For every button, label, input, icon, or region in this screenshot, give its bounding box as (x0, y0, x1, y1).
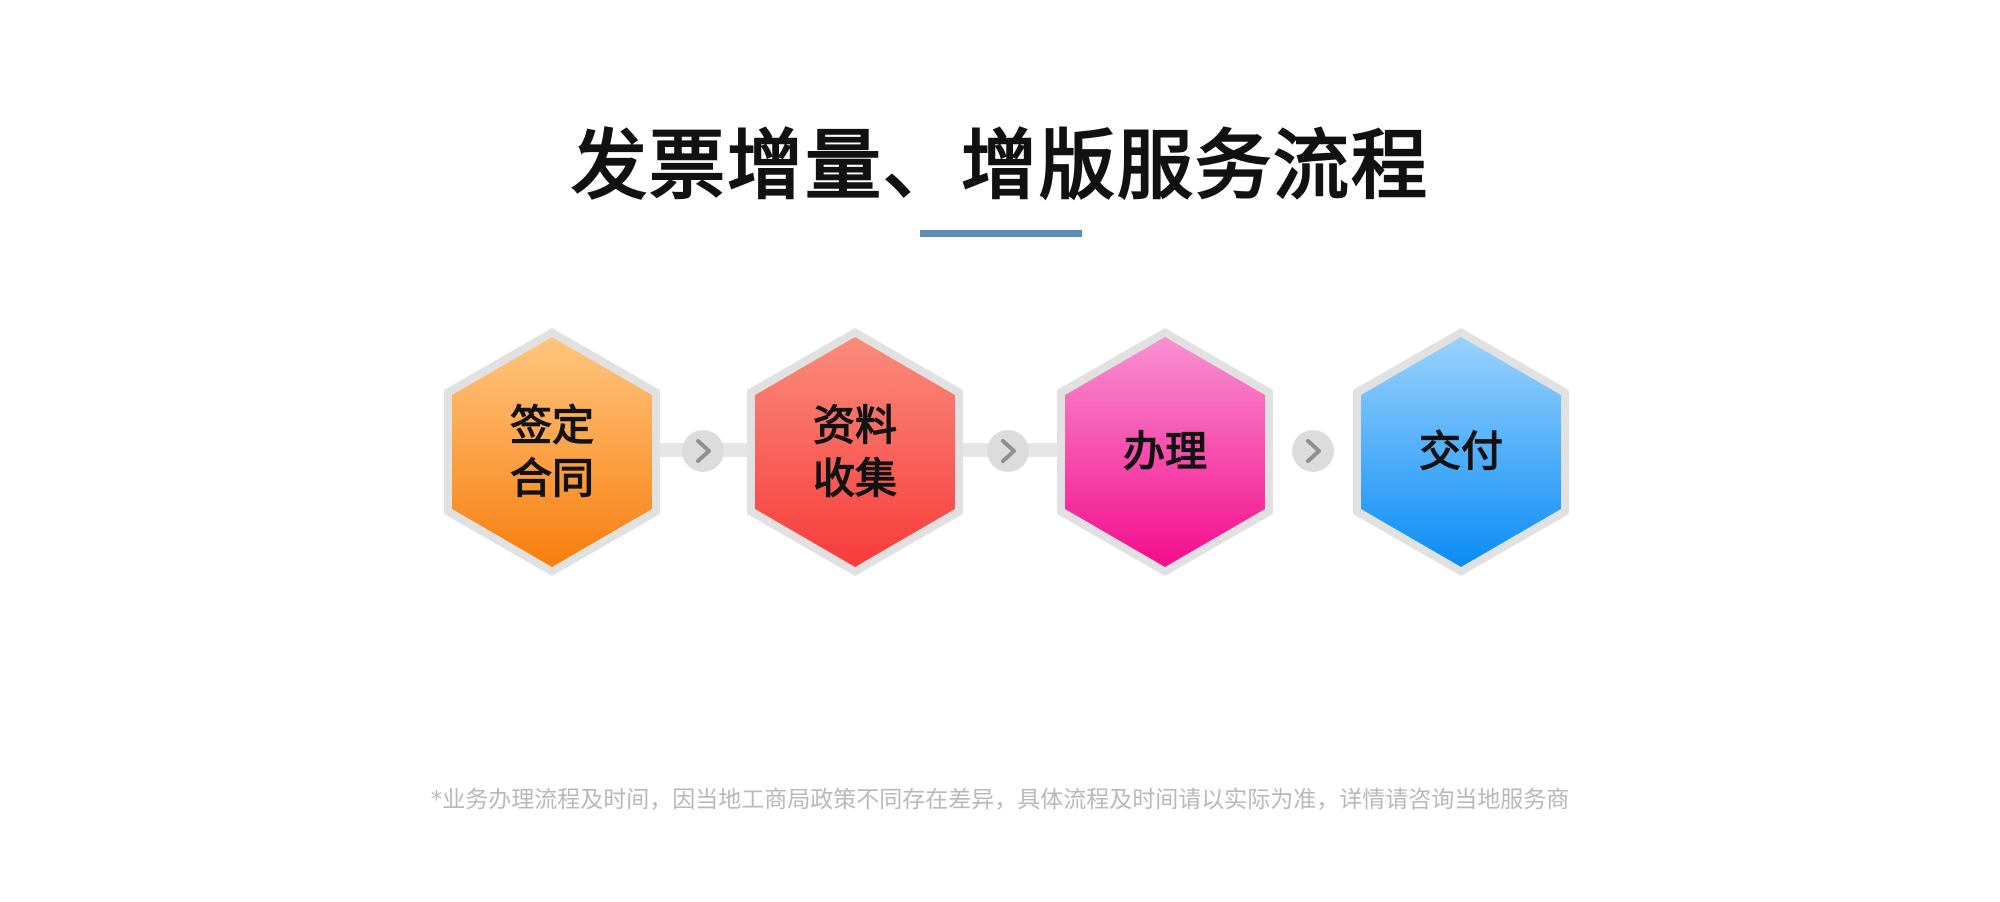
chevron-right-icon (682, 430, 724, 472)
step-hexagon-4 (1353, 328, 1569, 576)
step-label-line: 资料 (812, 401, 897, 450)
page-title: 发票增量、增版服务流程 (571, 121, 1429, 210)
step-label-process: 办理 (1065, 426, 1265, 479)
step-label-line: 签定 (509, 401, 594, 450)
step-label-sign-contract: 签定 合同 (452, 400, 652, 505)
step-hexagon-3 (1057, 328, 1273, 576)
step-hexagon-2 (747, 328, 963, 576)
footnote-disclaimer: *业务办理流程及时间，因当地工商局政策不同存在差异，具体流程及时间请以实际为准，… (430, 787, 1570, 813)
step-label-deliver: 交付 (1361, 426, 1561, 479)
step-label-line: 办理 (1122, 427, 1207, 476)
step-label-line: 交付 (1418, 427, 1503, 476)
step-label-line: 收集 (812, 453, 897, 503)
step-hexagon-1 (444, 328, 660, 576)
chevron-right-icon (987, 430, 1029, 472)
step-label-collect-materials: 资料 收集 (755, 400, 955, 505)
step-label-line: 合同 (509, 453, 594, 503)
chevron-right-icon (1292, 430, 1334, 472)
title-underline (920, 230, 1082, 237)
